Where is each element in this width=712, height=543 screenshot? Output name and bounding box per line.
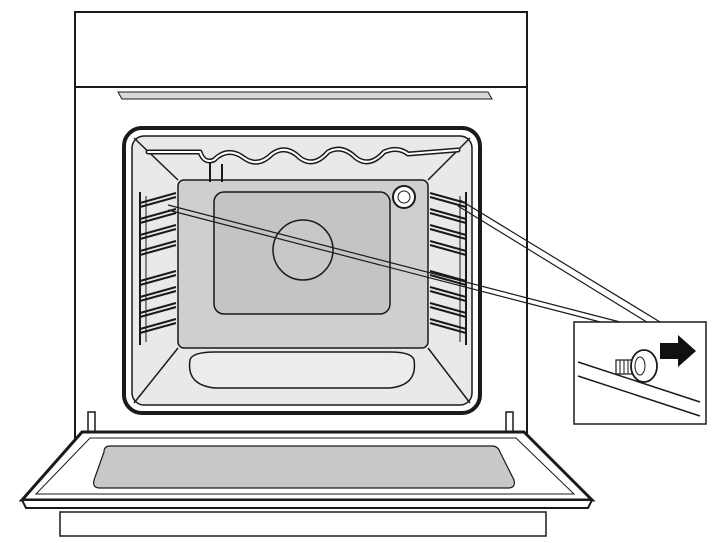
oven-body — [74, 87, 528, 440]
control-panel — [74, 11, 528, 88]
right-shelf-rung — [429, 192, 467, 208]
grill-element — [145, 146, 461, 182]
right-arrow-icon — [660, 335, 696, 367]
left-shelf-rung — [139, 224, 177, 240]
right-shelf-rung — [429, 302, 467, 318]
left-shelf-rung — [139, 192, 177, 208]
left-shelf-rung — [139, 318, 177, 334]
left-shelf-rung — [139, 270, 177, 286]
right-shelf-rung — [429, 318, 467, 334]
thumb-screw-icon — [615, 349, 658, 383]
right-shelf-rung — [429, 270, 467, 286]
back-panel — [177, 179, 429, 349]
left-shelf-rung — [139, 286, 177, 302]
oven-lamp-icon — [392, 185, 416, 209]
left-shelf-rung — [139, 302, 177, 318]
fan-cover — [272, 219, 334, 281]
bottom-drawer — [59, 511, 547, 537]
left-shelf-support — [139, 192, 177, 345]
right-shelf-rung — [429, 208, 467, 224]
right-shelf-rung — [429, 286, 467, 302]
left-shelf-rung — [139, 240, 177, 256]
detail-inset — [573, 321, 707, 425]
oven-door — [18, 411, 596, 537]
right-shelf-rung — [429, 224, 467, 240]
right-shelf-support — [429, 192, 467, 345]
right-shelf-rung — [429, 240, 467, 256]
callout-lines — [167, 199, 661, 325]
